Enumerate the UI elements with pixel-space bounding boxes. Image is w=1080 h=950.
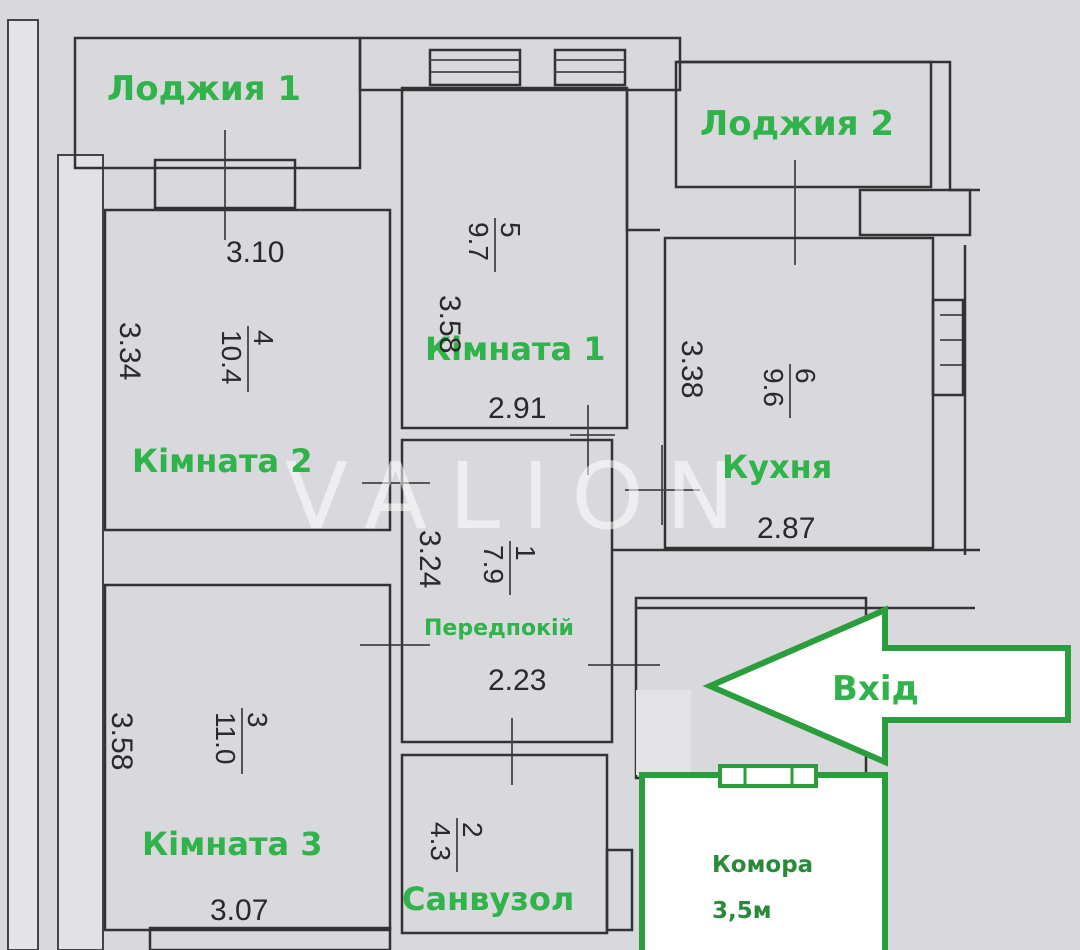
corridor-shadow <box>636 690 691 775</box>
bathroom-area: 4.3 <box>425 822 456 861</box>
room-2-area: 10.4 <box>216 330 247 385</box>
bathroom-number: 2 <box>457 822 488 838</box>
hall-number: 1 <box>510 545 541 561</box>
entrance-arrow-icon <box>702 605 1071 767</box>
storage <box>639 764 888 950</box>
room-2-area-fraction: 4 10.4 <box>216 326 279 392</box>
room-3-number: 3 <box>242 712 273 728</box>
room-1-dim-side: 3.58 <box>433 295 466 353</box>
bathroom-label: Санвузол <box>402 880 574 918</box>
bathroom-area-fraction: 2 4.3 <box>425 818 488 872</box>
storage-label: Комора <box>712 852 813 878</box>
room-3 <box>103 583 392 950</box>
room-2-number: 4 <box>248 330 279 346</box>
room-3-dim-bottom: 3.07 <box>210 894 268 927</box>
room-1-area: 9.7 <box>463 222 494 261</box>
room-2 <box>103 208 430 532</box>
room-3-dim-side: 3.58 <box>105 712 138 770</box>
room-2-dim-side: 3.34 <box>113 322 146 380</box>
room-1-label: Кімната 1 <box>425 330 606 368</box>
loggia-1 <box>73 36 362 240</box>
hall-area: 7.9 <box>478 545 509 584</box>
room-2-dim-top: 3.10 <box>226 236 284 269</box>
hall-dim-bottom: 2.23 <box>488 664 546 697</box>
hall-label: Передпокій <box>424 616 574 641</box>
room-1-dim-bottom: 2.91 <box>488 392 546 425</box>
room-3-area-fraction: 3 11.0 <box>210 708 273 774</box>
loggia-1-label: Лоджия 1 <box>107 69 301 109</box>
room-2-label: Кімната 2 <box>132 442 313 480</box>
bathroom <box>400 753 634 935</box>
left-inner-wall <box>57 154 104 950</box>
room-1-area-fraction: 5 9.7 <box>463 218 526 272</box>
kitchen-area: 9.6 <box>758 368 789 407</box>
storage-area: 3,5м <box>712 898 772 924</box>
loggia-2-label: Лоджия 2 <box>700 104 894 144</box>
top-window-frames <box>153 36 972 237</box>
left-outer-wall <box>7 19 39 950</box>
watermark: VALION <box>285 443 757 550</box>
kitchen-dim-bottom: 2.87 <box>757 512 815 545</box>
room-3-area: 11.0 <box>210 712 241 764</box>
hall-dim-side: 3.24 <box>413 530 446 588</box>
kitchen <box>625 236 967 555</box>
hall <box>360 438 660 785</box>
kitchen-area-fraction: 6 9.6 <box>758 364 821 418</box>
entrance-label: Вхід <box>832 669 919 709</box>
room-1-number: 5 <box>495 222 526 238</box>
hall-area-fraction: 1 7.9 <box>478 541 541 595</box>
kitchen-dim-side: 3.38 <box>675 340 708 398</box>
kitchen-number: 6 <box>790 368 821 384</box>
kitchen-label: Кухня <box>722 448 832 486</box>
room-3-label: Кімната 3 <box>142 825 323 863</box>
